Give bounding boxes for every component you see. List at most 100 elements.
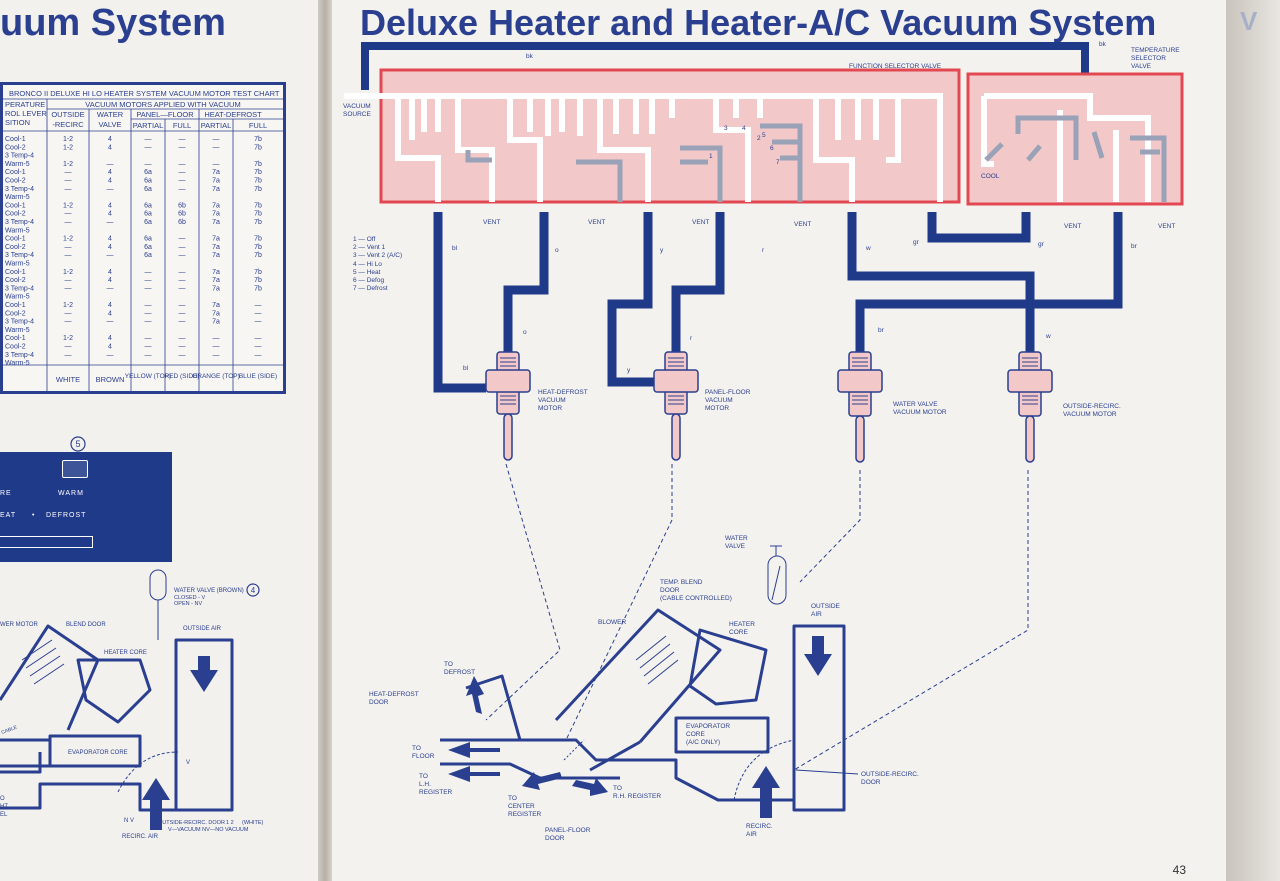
port-number-3: 3 (724, 125, 728, 132)
internal-tube-11 (835, 96, 901, 163)
chart-row-position: Warm-5 (5, 327, 30, 334)
left-outside-air-arrow (190, 656, 218, 692)
chart-row-position: 3 Temp-4 (5, 352, 34, 359)
chart-cell: — (65, 285, 72, 292)
motor-2-label-2: VACUUM (705, 397, 733, 404)
heat-defrost-door-label-2: DOOR (369, 699, 389, 706)
chart-cell: — (65, 219, 72, 226)
chart-cell: — (145, 335, 152, 342)
chart-cell: 6b (178, 219, 186, 226)
chart-cell: 7a (212, 244, 220, 251)
chart-col-partial-2: PARTIAL (201, 121, 232, 130)
control-knob[interactable] (62, 460, 88, 478)
hose-label-o-2: o (523, 329, 527, 336)
floor-arrow (448, 742, 500, 758)
port-number-2: 2 (757, 135, 761, 142)
motor-4-label-2: VACUUM MOTOR (1063, 411, 1117, 418)
control-label-warm: WARM (58, 490, 84, 497)
internal-tube-4 (507, 96, 543, 202)
gray-tube-1 (465, 150, 492, 163)
page-number: 43 (1172, 863, 1186, 877)
chart-cell: — (179, 136, 186, 143)
linkage-panel-floor (565, 464, 673, 741)
motor-3-label-2: VACUUM MOTOR (893, 409, 947, 416)
chart-cell: 1-2 (63, 136, 73, 143)
chart-cell: — (65, 310, 72, 317)
water-valve-needle (771, 565, 781, 601)
chart-cell: 4 (108, 136, 112, 143)
hose-label-bk-2: bk (1099, 41, 1107, 48)
chart-cell: 7a (212, 211, 220, 218)
vent-label-6: VENT (1158, 223, 1175, 230)
chart-cell: 6b (178, 211, 186, 218)
chart-cell: 1-2 (63, 236, 73, 243)
chart-cell: 1-2 (63, 269, 73, 276)
chart-footer-blue: BLUE (SIDE) (239, 373, 277, 380)
left-evaporator-box (48, 734, 142, 768)
port-number-4: 4 (742, 125, 746, 132)
motor-3-label-1: WATER VALVE (893, 401, 938, 408)
chart-cell: — (145, 352, 152, 359)
evaporator-label-3: (A/C ONLY) (686, 739, 720, 746)
chart-cell: 7b (254, 236, 262, 243)
chart-cell: — (255, 335, 262, 342)
chart-cell: 4 (108, 202, 112, 209)
left-edge-label-3: EL (0, 812, 8, 818)
chart-row-position: Cool-2 (5, 244, 26, 251)
left-airflow-diagram: 5 4 WATER VALVE (BROWN) CLOSED - V OPEN … (0, 436, 264, 840)
chart-cell: 6a (144, 169, 152, 176)
chart-cell: — (107, 319, 114, 326)
chart-cell: — (213, 144, 220, 151)
temp-valve-tube-1 (984, 93, 1151, 202)
chart-cell: 6a (144, 244, 152, 251)
hose-label-gr-1: gr (913, 239, 920, 246)
hose-label-o-1: o (555, 247, 559, 254)
chart-cell: — (65, 244, 72, 251)
chart-row-position: Cool-2 (5, 277, 26, 284)
legend-4: 4 — Hi Lo (353, 261, 382, 268)
motor-2-label-1: PANEL-FLOOR (705, 389, 751, 396)
internal-tube-2 (409, 96, 441, 140)
chart-row-position: Cool-1 (5, 169, 26, 176)
chart-cell: — (179, 352, 186, 359)
chart-cell: 7b (254, 211, 262, 218)
chart-cell: — (65, 186, 72, 193)
left-nv-label: N V (124, 818, 134, 824)
to-floor-label-1: TO (412, 745, 421, 752)
port-number-5: 5 (762, 132, 766, 139)
defrost-arrow (466, 676, 484, 714)
chart-cell: 7a (212, 178, 220, 185)
chart-row-position: Cool-2 (5, 344, 26, 351)
chart-header-left-1: PERATURE (5, 100, 45, 109)
chart-col-outside-2: -RECIRC (52, 120, 84, 129)
chart-cell: — (179, 169, 186, 176)
chart-cell: 7b (254, 169, 262, 176)
chart-cell: 1-2 (63, 335, 73, 342)
chart-cell: 7a (212, 186, 220, 193)
to-floor-label-2: FLOOR (412, 753, 435, 760)
control-slot (0, 536, 93, 548)
center-duct (589, 740, 641, 772)
chart-cell: — (255, 352, 262, 359)
chart-cell: 7a (212, 302, 220, 309)
chart-col-panel: PANEL—FLOOR (136, 110, 194, 119)
evaporator-label-1: EVAPORATOR (686, 723, 730, 730)
chart-cell: 4 (108, 211, 112, 218)
chart-cell: — (107, 186, 114, 193)
temp-valve-tube-3 (1057, 110, 1119, 202)
chart-cell: — (65, 178, 72, 185)
blower-fins (635, 635, 679, 685)
internal-tube-5 (527, 96, 583, 136)
chart-cell: — (145, 269, 152, 276)
chart-row-position: Cool-1 (5, 136, 26, 143)
hose-label-bk-1: bk (526, 53, 534, 60)
heater-core-label-2: CORE (729, 629, 748, 636)
callout-4-circle (246, 583, 260, 597)
temp-selector-label-1: TEMPERATURE (1131, 47, 1180, 54)
chart-col-full-1: FULL (173, 121, 191, 130)
chart-cell: 7a (212, 310, 220, 317)
hose-label-r-1: r (762, 247, 765, 254)
chart-cell: — (213, 335, 220, 342)
internal-tube-3 (455, 96, 495, 202)
chart-cell: 1-2 (63, 161, 73, 168)
